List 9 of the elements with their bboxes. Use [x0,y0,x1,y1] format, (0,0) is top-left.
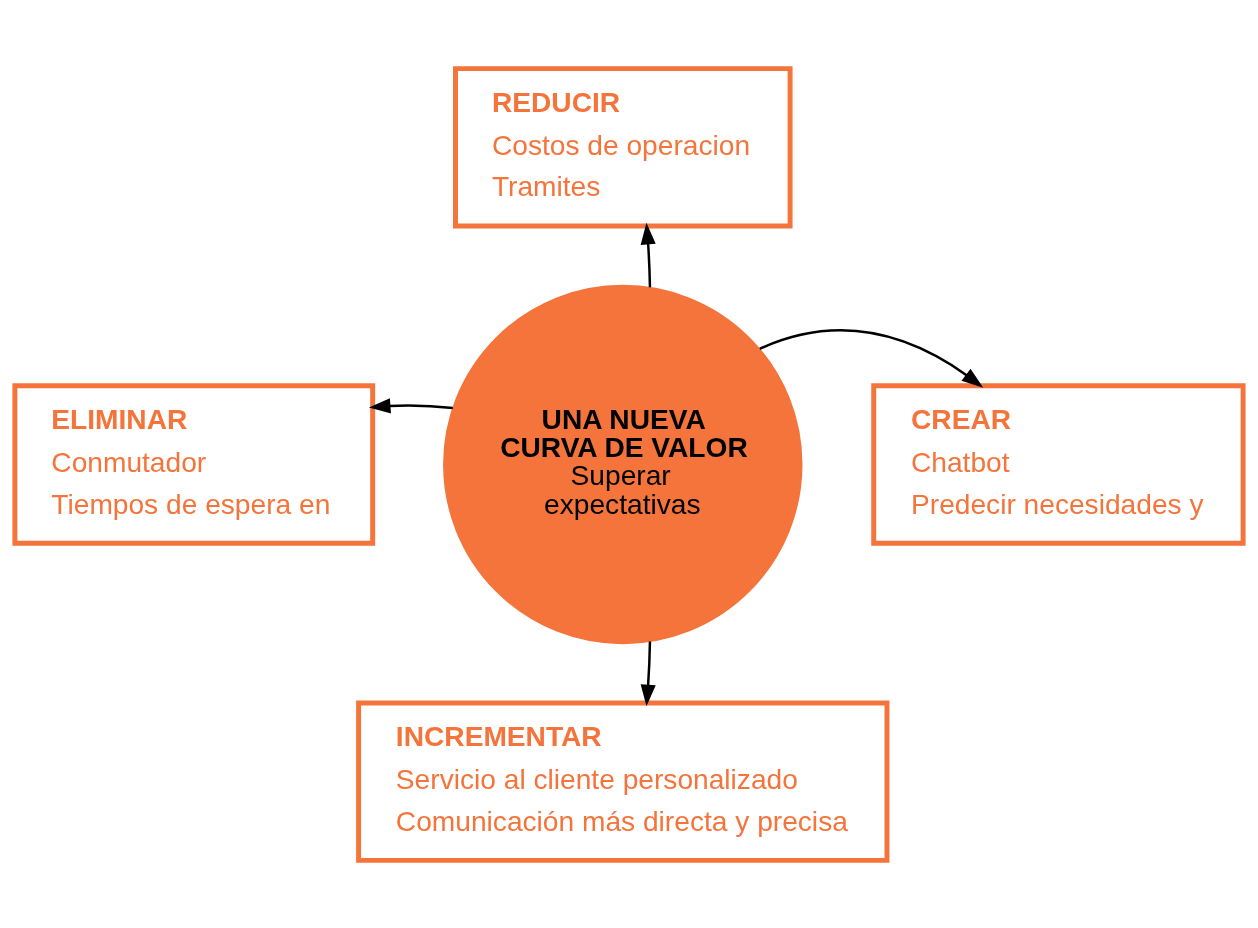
node-box: REDUCIR Costos de operacion Tramites [453,65,793,228]
arrow [640,640,656,706]
arrow [759,328,984,388]
node-circle: UNA NUEVA CURVA DE VALOR Superar expectativas [443,284,803,644]
node-box: ELIMINAR Conmutador Tiempos de espera en [12,382,376,546]
node-box: CREAR Chatbot Predecir necesidades y [871,382,1246,546]
node-box: INCREMENTAR Servicio al cliente personalizado Comunicación más directa y precisa [356,700,890,863]
arrow [640,222,656,287]
arrow [368,397,453,413]
